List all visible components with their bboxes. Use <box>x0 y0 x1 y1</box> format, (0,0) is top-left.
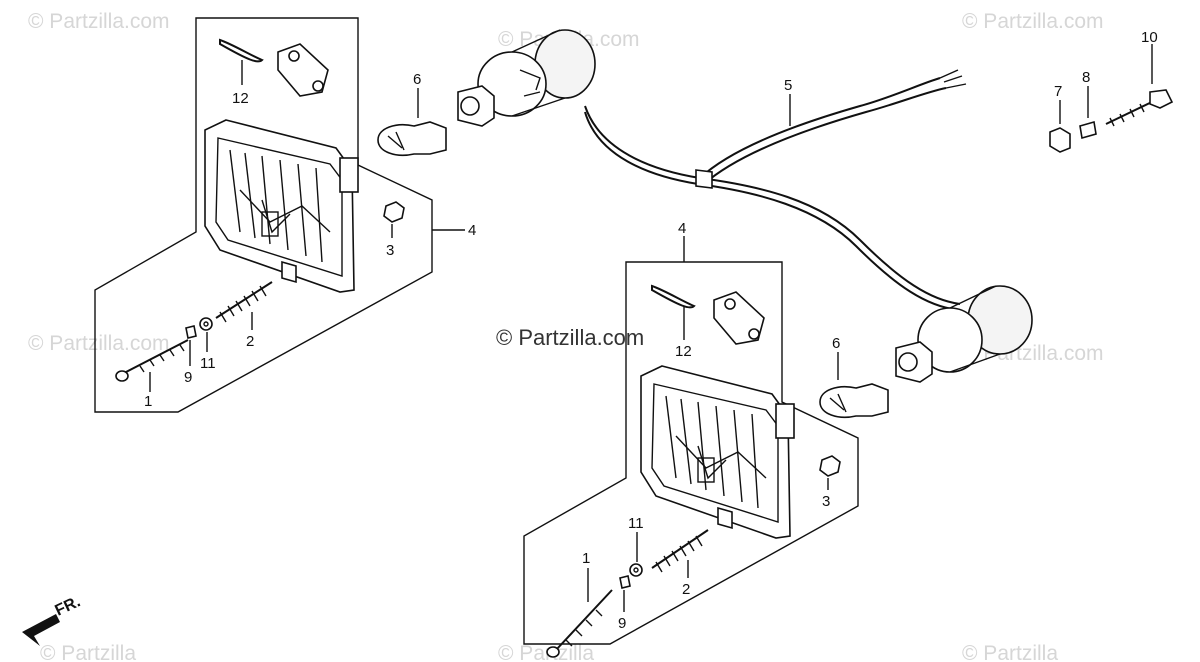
callout-12: 12 <box>675 343 692 360</box>
callout-6: 6 <box>832 335 840 352</box>
right-headlight-group <box>523 236 859 658</box>
left-headlight-group <box>94 17 465 413</box>
callout-8: 8 <box>1082 69 1090 86</box>
callout-4: 4 <box>678 220 686 237</box>
group-outline-left <box>94 17 433 413</box>
watermark: © Partzilla.com <box>962 10 1104 33</box>
watermark: © Partzilla <box>40 642 136 662</box>
lens-pattern <box>229 149 331 263</box>
front-direction-label: FR. <box>53 593 84 619</box>
callout-10: 10 <box>1141 29 1158 46</box>
callout-9: 9 <box>184 369 192 386</box>
callout-11: 11 <box>628 515 644 532</box>
watermark: © Partzilla.com <box>28 332 170 355</box>
front-direction-indicator: FR. <box>22 593 83 646</box>
callout-6: 6 <box>413 71 421 88</box>
wiring-harness-group <box>457 29 1033 418</box>
callout-9: 9 <box>618 615 626 632</box>
group-outline-right <box>523 261 859 645</box>
callout-5: 5 <box>784 77 792 94</box>
front-arrow-icon <box>22 614 60 646</box>
callout-4: 4 <box>468 222 476 239</box>
callout-3: 3 <box>822 493 830 510</box>
hardware-group <box>1049 44 1174 153</box>
callout-1: 1 <box>144 393 152 410</box>
callout-11: 11 <box>200 355 216 372</box>
watermark: © Partzilla.com <box>28 10 170 33</box>
watermark: © Partzilla <box>962 642 1058 662</box>
callout-2: 2 <box>682 581 690 598</box>
callout-12: 12 <box>232 90 249 107</box>
callout-1: 1 <box>582 550 590 567</box>
callout-2: 2 <box>246 333 254 350</box>
watermark: © Partzilla <box>498 642 594 662</box>
callout-7: 7 <box>1054 83 1062 100</box>
callout-3: 3 <box>386 242 394 259</box>
lens-pattern <box>665 395 767 509</box>
center-watermark: © Partzilla.com <box>496 325 644 350</box>
